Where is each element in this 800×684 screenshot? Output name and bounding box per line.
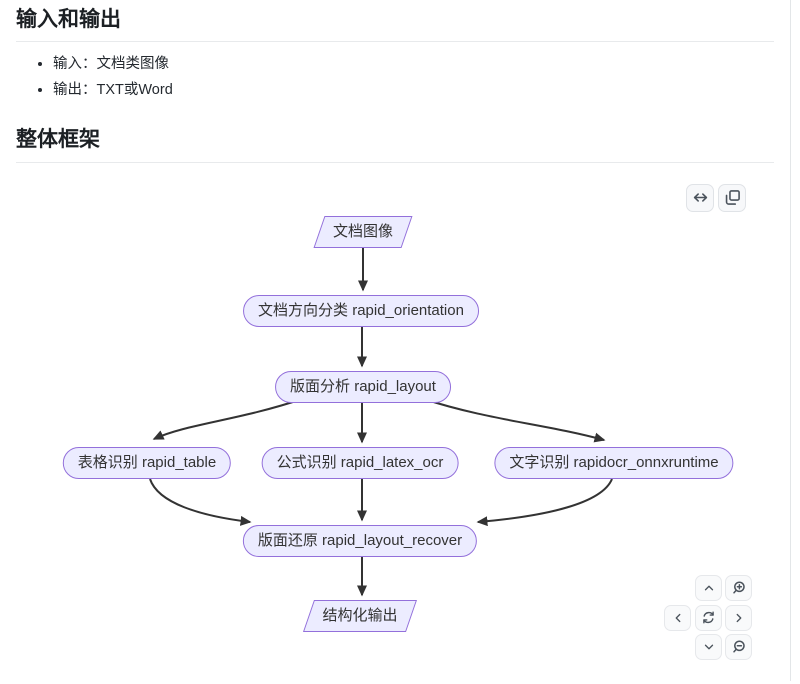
pan-right-button[interactable] bbox=[725, 604, 752, 631]
pan-up-button[interactable] bbox=[695, 574, 722, 601]
reset-view-icon bbox=[701, 610, 716, 625]
expand-width-button[interactable] bbox=[686, 183, 714, 212]
node-label: 文字识别 rapidocr_onnxruntime bbox=[509, 453, 719, 471]
node-latex: 公式识别 rapid_latex_ocr bbox=[261, 446, 459, 479]
chevron-left-icon bbox=[671, 611, 685, 625]
reset-view-button[interactable] bbox=[695, 604, 722, 631]
node-label: 文档图像 bbox=[332, 222, 394, 240]
node-doc-image: 文档图像 bbox=[313, 215, 413, 248]
node-layout: 版面分析 rapid_layout bbox=[275, 370, 451, 403]
node-label: 结构化输出 bbox=[322, 606, 398, 624]
zoom-out-button[interactable] bbox=[725, 633, 752, 660]
zoom-in-button[interactable] bbox=[725, 574, 752, 601]
pan-left-button[interactable] bbox=[664, 604, 691, 631]
markdown-content: 输入和输出 输入：文档类图像 输出：TXT或Word 整体框架 bbox=[0, 0, 790, 163]
copy-icon bbox=[724, 189, 741, 206]
section-title-io: 输入和输出 bbox=[16, 6, 774, 43]
list-item-input: 输入：文档类图像 bbox=[53, 55, 774, 73]
copy-button[interactable] bbox=[718, 183, 746, 212]
section-title-framework: 整体框架 bbox=[16, 126, 774, 163]
node-label: 版面分析 rapid_layout bbox=[290, 377, 436, 395]
pan-down-button[interactable] bbox=[695, 633, 722, 660]
expand-width-icon bbox=[692, 189, 709, 206]
chevron-right-icon bbox=[732, 611, 746, 625]
zoom-out-icon bbox=[731, 639, 747, 655]
chevron-up-icon bbox=[702, 581, 716, 595]
node-ocr: 文字识别 rapidocr_onnxruntime bbox=[494, 446, 734, 479]
node-label: 表格识别 rapid_table bbox=[77, 453, 217, 471]
node-label: 文档方向分类 rapid_orientation bbox=[258, 301, 464, 319]
node-label: 公式识别 rapid_latex_ocr bbox=[276, 453, 444, 471]
io-list: 输入：文档类图像 输出：TXT或Word bbox=[16, 55, 774, 99]
node-output: 结构化输出 bbox=[302, 599, 418, 632]
list-item-output: 输出：TXT或Word bbox=[53, 81, 774, 99]
node-table: 表格识别 rapid_table bbox=[62, 446, 232, 479]
zoom-in-icon bbox=[731, 580, 747, 596]
flowchart-panel[interactable]: 文档图像 文档方向分类 rapid_orientation 版面分析 rapid… bbox=[0, 163, 790, 684]
chevron-down-icon bbox=[702, 640, 716, 654]
node-orientation: 文档方向分类 rapid_orientation bbox=[243, 294, 479, 327]
node-recover: 版面还原 rapid_layout_recover bbox=[242, 524, 478, 557]
node-label: 版面还原 rapid_layout_recover bbox=[257, 531, 463, 549]
